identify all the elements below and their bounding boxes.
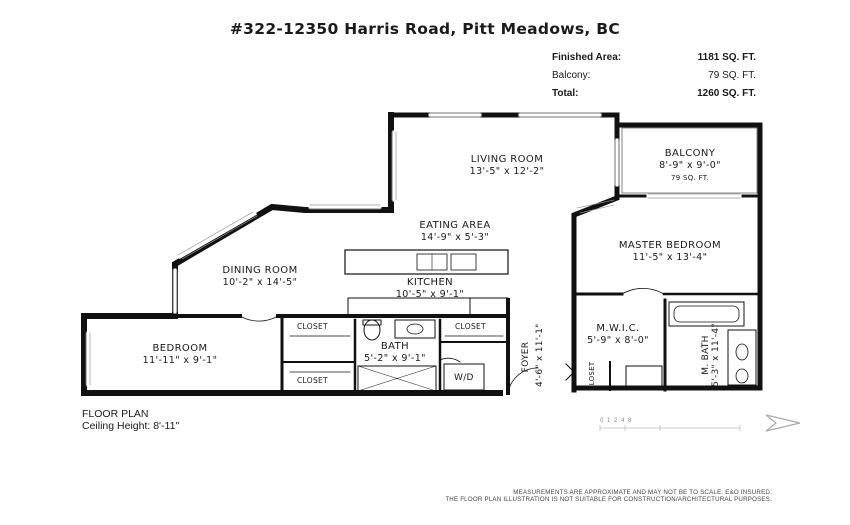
toilet	[363, 319, 381, 341]
disclaimer-line: THE FLOOR PLAN ILLUSTRATION IS NOT SUITA…	[445, 496, 772, 503]
room-dims: 10'-5" x 9'-1"	[395, 289, 465, 300]
disclaimer: MEASUREMENTS ARE APPROXIMATE AND MAY NOT…	[445, 489, 772, 503]
room-label-mbath: M. BATH	[701, 315, 711, 395]
kitchen-island	[344, 249, 509, 275]
room-label-master: MASTER BEDROOM 11'-5" x 13'-4"	[590, 240, 750, 264]
door-swing	[565, 363, 575, 381]
floor-plan-caption: FLOOR PLAN Ceiling Height: 8'-11"	[82, 408, 179, 432]
room-dims: 13'-5" x 12'-2"	[469, 166, 545, 177]
ceiling-height: Ceiling Height: 8'-11"	[82, 420, 180, 432]
room-dims-mbath: 5'-3" x 11'-4"	[711, 315, 721, 395]
room-label-bath: BATH 5'-2" x 9'-1"	[355, 341, 435, 365]
room-dims: 14'-9" x 5'-3"	[420, 232, 490, 243]
room-name: FOYER	[521, 341, 531, 373]
room-name: KITCHEN	[406, 277, 454, 288]
closet-label: CLOSET	[297, 376, 328, 385]
room-label-bedroom: BEDROOM 11'-11" x 9'-1"	[110, 343, 250, 367]
door-swing	[439, 357, 461, 363]
room-dims: 10'-2" x 14'-5"	[222, 277, 298, 288]
room-label-balcony: BALCONY 8'-9" x 9'-0" 79 SQ. FT.	[630, 148, 750, 184]
disclaimer-line: MEASUREMENTS ARE APPROXIMATE AND MAY NOT…	[513, 489, 772, 496]
page-title: #322-12350 Harris Road, Pitt Meadows, BC	[229, 20, 621, 38]
closet-label-master: CLOSET	[588, 358, 596, 394]
room-name: EATING AREA	[419, 220, 491, 231]
room-label-eating: EATING AREA 14'-9" x 5'-3"	[380, 220, 530, 244]
room-dims: 11'-11" x 9'-1"	[142, 355, 218, 366]
exterior-wall	[81, 112, 503, 396]
room-dims: 4'-6" x 11'-1"	[535, 323, 545, 387]
balcony-rail	[621, 127, 758, 194]
washer-dryer	[443, 363, 485, 391]
area-row-balcony: Balcony: 79 SQ. FT.	[552, 70, 756, 88]
room-name: M. BATH	[701, 335, 711, 375]
room-dims-foyer: 4'-6" x 11'-1"	[535, 323, 545, 387]
area-value: 1260 SQ. FT.	[697, 88, 756, 99]
area-row-total: Total: 1260 SQ. FT.	[552, 88, 756, 106]
toilet-tank	[362, 319, 382, 326]
room-label-foyer: FOYER	[521, 327, 531, 387]
exterior-wall	[571, 187, 620, 383]
room-name: BATH	[380, 341, 410, 352]
cooktop	[450, 253, 477, 271]
exterior-wall	[388, 112, 620, 193]
room-label-living: LIVING ROOM 13'-5" x 12'-2"	[432, 154, 582, 178]
door-swing	[621, 288, 665, 295]
area-label: Finished Area:	[552, 52, 622, 63]
master-shower	[625, 365, 663, 389]
area-summary: Finished Area: 1181 SQ. FT. Balcony: 79 …	[552, 52, 756, 106]
bathtub	[668, 301, 745, 327]
north-arrow-icon	[765, 414, 801, 432]
scale-numbers: 0 1 2 4 8	[600, 418, 633, 424]
door-swing	[507, 355, 539, 394]
area-label: Total:	[552, 88, 579, 99]
room-dims: 5'-2" x 9'-1"	[364, 353, 426, 364]
closet-label: CLOSET	[588, 361, 596, 391]
room-dims: 5'-3" x 11'-4"	[711, 323, 721, 387]
area-value: 79 SQ. FT.	[708, 70, 756, 81]
room-name: LIVING ROOM	[470, 154, 544, 165]
area-label: Balcony:	[552, 70, 591, 81]
room-label-dining: DINING ROOM 10'-2" x 14'-5"	[190, 265, 330, 289]
closet-label: CLOSET	[455, 322, 486, 331]
shower	[357, 365, 437, 392]
room-name: M.W.I.C.	[596, 323, 640, 334]
room-dims: 11'-5" x 13'-4"	[632, 252, 708, 263]
room-dims: 8'-9" x 9'-0"	[659, 160, 721, 171]
room-name: BALCONY	[664, 148, 716, 159]
area-value: 1181 SQ. FT.	[697, 52, 756, 63]
floor-plan-heading: FLOOR PLAN	[82, 408, 149, 420]
closet-label: CLOSET	[297, 322, 328, 331]
room-name: BEDROOM	[152, 343, 208, 354]
fridge	[469, 297, 509, 317]
exterior-wall	[571, 122, 763, 391]
room-dims: 5'-9" x 8'-0"	[587, 335, 649, 346]
scale-bar	[599, 425, 741, 431]
room-name: DINING ROOM	[222, 265, 298, 276]
area-row-finished: Finished Area: 1181 SQ. FT.	[552, 52, 756, 70]
door-swing	[239, 315, 279, 322]
room-label-kitchen: KITCHEN 10'-5" x 9'-1"	[370, 277, 490, 301]
room-name: MASTER BEDROOM	[618, 240, 722, 251]
washer-dryer-label: W/D	[454, 373, 474, 383]
master-vanity	[727, 329, 757, 386]
vanity	[394, 319, 436, 339]
room-label-mwic: M.W.I.C. 5'-9" x 8'-0"	[578, 323, 658, 347]
room-sqft: 79 SQ. FT.	[670, 174, 710, 182]
